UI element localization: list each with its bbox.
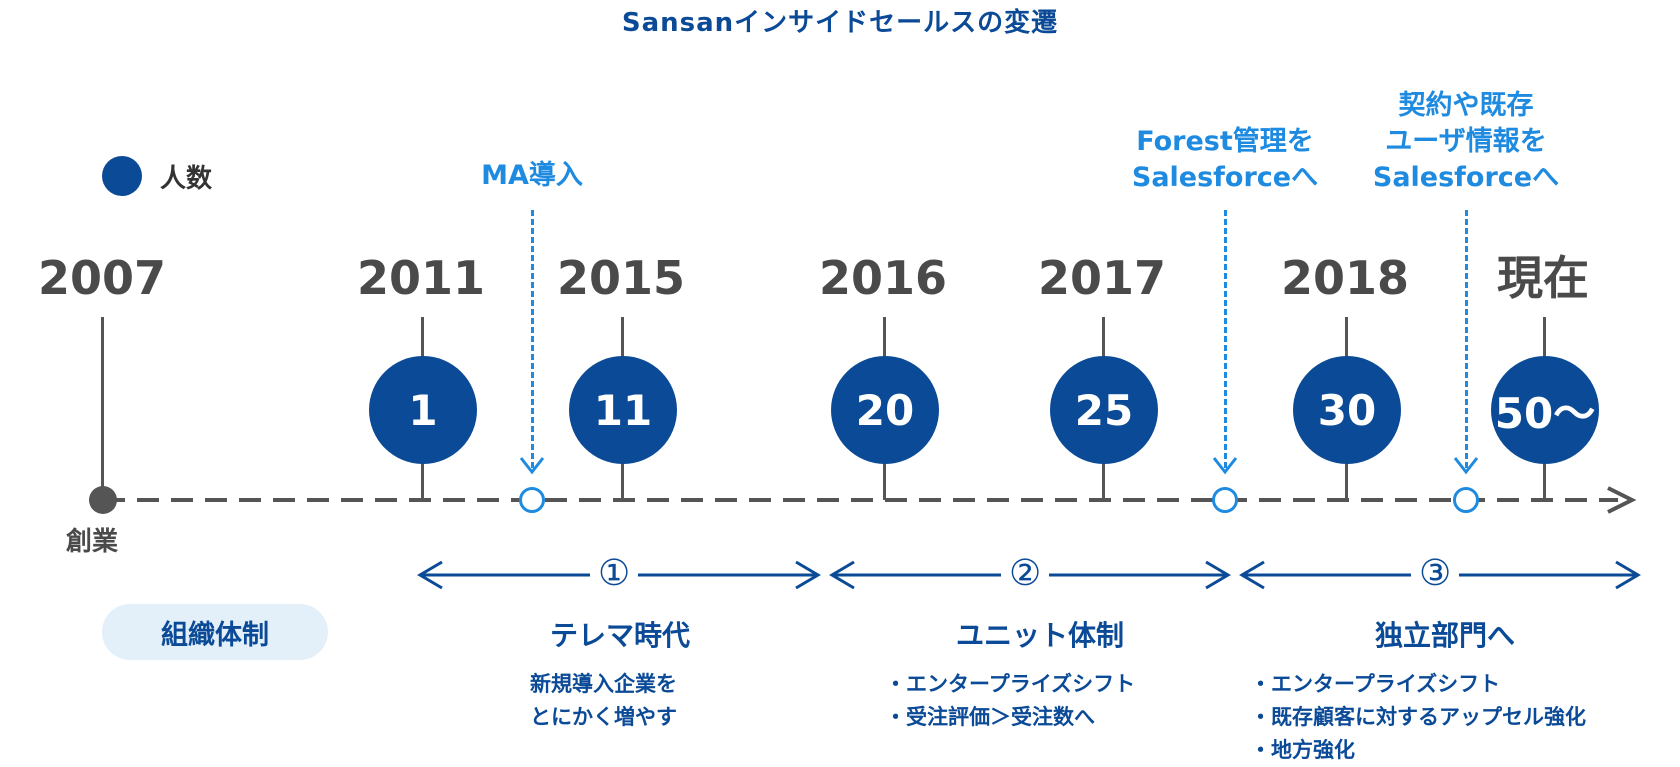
milestone-year: 2007 bbox=[37, 251, 167, 305]
org-structure-label: 組織体制 bbox=[102, 604, 328, 660]
phase-number: ② bbox=[1001, 554, 1050, 594]
event-marker-icon bbox=[1212, 487, 1238, 513]
founding-dot-icon bbox=[89, 486, 117, 514]
phase-title: テレマ時代 bbox=[549, 619, 690, 652]
headcount-circle: 11 bbox=[569, 356, 677, 464]
diagram-title: Sansanインサイドセールスの変遷 bbox=[621, 8, 1059, 38]
event-dashed-line bbox=[531, 210, 534, 468]
founding-label: 創業 bbox=[66, 527, 119, 557]
founding-stem bbox=[101, 317, 104, 493]
event-dashed-line bbox=[1224, 210, 1227, 468]
milestone-year: 2017 bbox=[1037, 251, 1167, 305]
phase-number: ③ bbox=[1411, 554, 1460, 594]
milestone-year: 2011 bbox=[356, 251, 486, 305]
legend-label: 人数 bbox=[160, 164, 213, 194]
phase-description: 新規導入企業を とにかく増やす bbox=[530, 672, 677, 729]
headcount-circle: 30 bbox=[1293, 356, 1401, 464]
headcount-circle: 25 bbox=[1050, 356, 1158, 464]
milestone-year: 現在 bbox=[1497, 251, 1589, 305]
event-dashed-line bbox=[1465, 210, 1468, 468]
legend-dot-icon bbox=[102, 156, 142, 196]
phase-description: ・エンタープライズシフト ・受注評価＞受注数へ bbox=[885, 672, 1136, 729]
milestone-year: 2018 bbox=[1280, 251, 1410, 305]
phase-title: 独立部門へ bbox=[1374, 619, 1515, 652]
milestone-year: 2015 bbox=[556, 251, 686, 305]
event-arrowhead-icon bbox=[519, 457, 545, 475]
event-marker-icon bbox=[519, 487, 545, 513]
milestone-year: 2016 bbox=[818, 251, 948, 305]
headcount-circle: 20 bbox=[831, 356, 939, 464]
phase-description: ・エンタープライズシフト ・既存顧客に対するアップセル強化 ・地方強化 bbox=[1250, 672, 1586, 762]
phase-number: ① bbox=[590, 554, 639, 594]
timeline-arrowhead bbox=[1607, 486, 1637, 514]
event-marker-icon bbox=[1453, 487, 1479, 513]
phase-title: ユニット体制 bbox=[955, 619, 1124, 652]
headcount-circle: 1 bbox=[369, 356, 477, 464]
headcount-circle: 50〜 bbox=[1491, 356, 1599, 464]
event-label: 契約や既存 ユーザ情報を Salesforceへ bbox=[1372, 90, 1560, 193]
event-label: MA導入 bbox=[481, 160, 583, 191]
event-label: Forest管理を Salesforceへ bbox=[1131, 126, 1319, 193]
event-arrowhead-icon bbox=[1453, 457, 1479, 475]
event-arrowhead-icon bbox=[1212, 457, 1238, 475]
